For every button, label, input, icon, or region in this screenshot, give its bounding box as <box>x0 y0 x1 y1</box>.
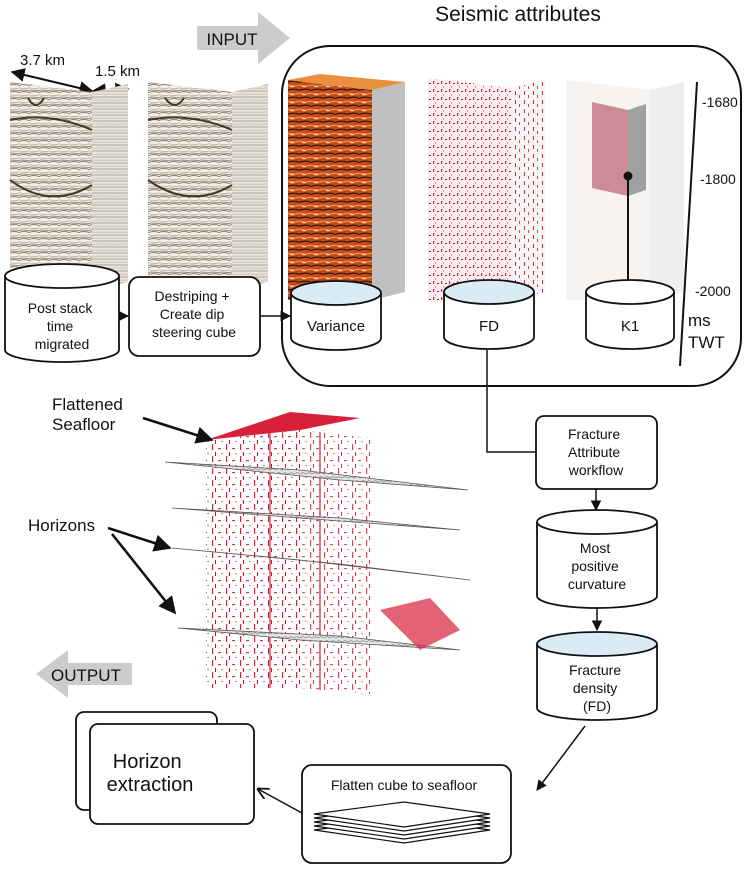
density-line2: density <box>573 680 617 696</box>
node-destriping: Destriping + Create dip steering cube <box>128 276 261 357</box>
time-axis: -1680 -1800 -2000 ms TWT <box>679 81 738 367</box>
svg-text:Horizon extraction: Horizon extraction <box>107 751 194 796</box>
fracture-workflow-line1: Fracture <box>568 426 620 442</box>
destriping-line2: Create dip <box>160 306 225 322</box>
fd-cube <box>428 78 545 300</box>
horizon-extraction-line2: extraction <box>107 774 194 796</box>
output-label: OUTPUT <box>51 666 121 685</box>
flattened-fd-cube <box>164 412 471 694</box>
fracture-workflow-line3: workflow <box>568 462 624 478</box>
k1-cube <box>566 80 684 300</box>
curvature-line1: Most <box>580 540 610 556</box>
destriping-line1: Destriping + <box>155 288 230 304</box>
node-horizon-extraction: Horizon extraction <box>75 711 255 825</box>
post-stack-line1: Post stack <box>28 300 94 316</box>
node-fd: FD <box>443 279 535 350</box>
annotation-horizons: Horizons <box>28 516 177 615</box>
density-line3: (FD) <box>583 698 611 714</box>
destriping-line3: steering cube <box>152 324 236 340</box>
horizon-surfaces <box>164 461 471 651</box>
horizon-extraction-line1: Horizon <box>113 751 182 773</box>
svg-text:Most positive curv: Most positive curvature <box>568 540 627 592</box>
curvature-line2: positive <box>571 558 619 574</box>
tick-2000: -2000 <box>695 283 731 299</box>
seismic-cube-raw <box>9 82 128 290</box>
k1-label: K1 <box>621 318 639 335</box>
edge-flatten-to-horizon <box>258 789 303 814</box>
node-k1: K1 <box>585 279 675 350</box>
variance-label: Variance <box>307 318 365 335</box>
width-dimension: 3.7 km <box>10 52 94 95</box>
node-fracture-density: Fracture density (FD) <box>536 631 658 721</box>
axis-unit-ms: ms <box>688 311 711 330</box>
title: Seismic attributes <box>435 3 601 26</box>
flattened-seafloor-line1: Flattened <box>52 395 123 414</box>
flatten-stack-icon <box>313 801 491 844</box>
fracture-workflow-line2: Attribute <box>568 444 620 460</box>
tick-1680: -1680 <box>702 94 738 110</box>
variance-cube <box>288 74 405 300</box>
post-stack-line3: migrated <box>35 336 89 352</box>
axis-unit-twt: TWT <box>688 333 725 352</box>
annotation-flattened-seafloor: Flattened Seafloor <box>52 395 214 444</box>
flatten-label: Flatten cube to seafloor <box>331 777 478 793</box>
node-most-positive-curvature: Most positive curvature <box>536 509 658 609</box>
edge-fd-to-workflow <box>486 350 536 453</box>
flattened-seafloor-line2: Seafloor <box>52 415 116 434</box>
depth-label: 1.5 km <box>95 63 140 80</box>
input-label: INPUT <box>207 30 258 49</box>
node-variance: Variance <box>290 280 382 351</box>
input-arrow: INPUT <box>197 12 290 64</box>
edge-density-to-flatten <box>536 725 586 791</box>
svg-text:Fracture density (: Fracture density (FD) <box>569 662 625 714</box>
svg-text:Post stack time mi: Post stack time migrated <box>28 300 96 352</box>
density-line1: Fracture <box>569 662 621 678</box>
node-fracture-workflow: Fracture Attribute workflow <box>535 415 658 490</box>
fd-label: FD <box>479 318 499 335</box>
svg-text:Fracture Attribute: Fracture Attribute workflow <box>568 426 624 478</box>
curvature-line3: curvature <box>568 576 627 592</box>
attributes-panel <box>281 45 742 387</box>
seismic-cube-destriped <box>147 82 268 290</box>
post-stack-line2: time <box>47 318 74 334</box>
node-post-stack: Post stack time migrated <box>4 263 120 363</box>
output-arrow: OUTPUT <box>36 650 132 698</box>
svg-text:Flattened Seafloor: Flattened Seafloor <box>52 395 128 434</box>
width-label: 3.7 km <box>20 52 65 69</box>
node-flatten: Flatten cube to seafloor <box>301 764 512 864</box>
horizons-label: Horizons <box>28 516 95 535</box>
tick-1800: -1800 <box>700 171 736 187</box>
svg-text:Destriping + Create dip: Destriping + Create dip steering cube <box>152 288 236 340</box>
